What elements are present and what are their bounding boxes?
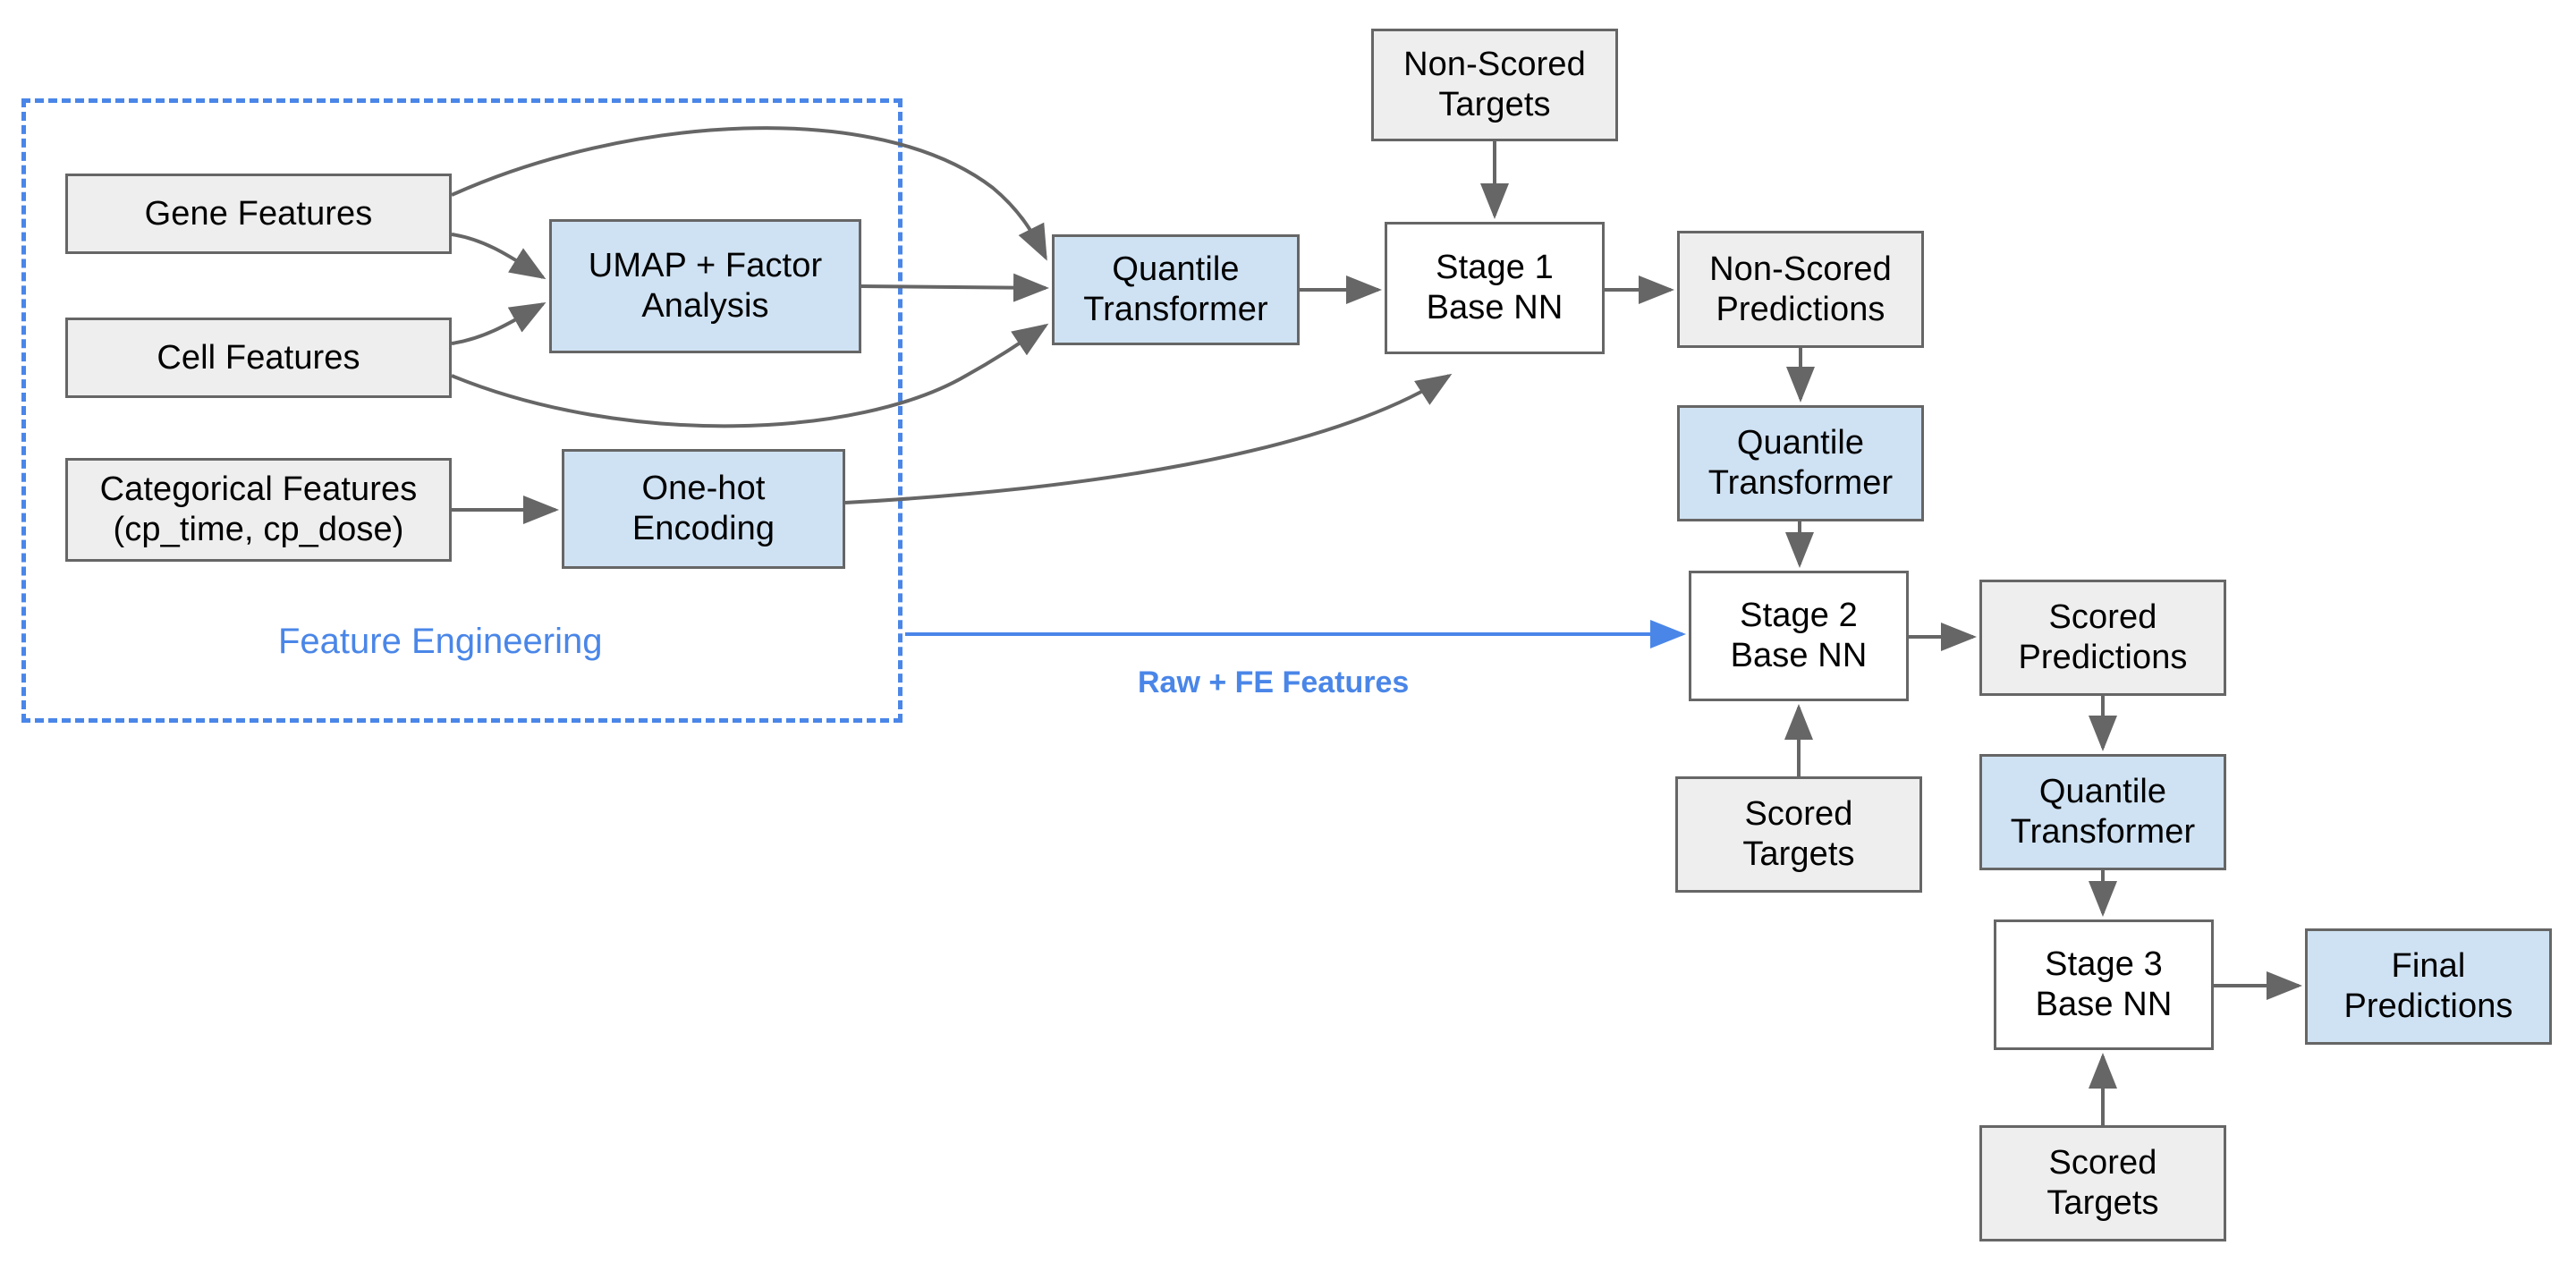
node-stage-2-base-nn[interactable]: Stage 2 Base NN	[1689, 571, 1909, 701]
node-categorical-features[interactable]: Categorical Features (cp_time, cp_dose)	[65, 458, 452, 562]
node-scored-targets-2[interactable]: Scored Targets	[1979, 1125, 2226, 1241]
node-non-scored-targets[interactable]: Non-Scored Targets	[1371, 29, 1618, 141]
node-stage-3-base-nn[interactable]: Stage 3 Base NN	[1994, 919, 2214, 1050]
node-gene-features[interactable]: Gene Features	[65, 174, 452, 254]
raw-fe-features-label: Raw + FE Features	[1138, 665, 1410, 699]
node-stage-1-base-nn[interactable]: Stage 1 Base NN	[1385, 222, 1605, 354]
node-one-hot-encoding[interactable]: One-hot Encoding	[562, 449, 845, 569]
node-quantile-transformer-1[interactable]: Quantile Transformer	[1052, 234, 1300, 345]
node-quantile-transformer-3[interactable]: Quantile Transformer	[1979, 754, 2226, 870]
node-scored-targets-1[interactable]: Scored Targets	[1675, 776, 1922, 893]
feature-engineering-label: Feature Engineering	[278, 622, 603, 661]
node-non-scored-predictions[interactable]: Non-Scored Predictions	[1677, 231, 1924, 348]
node-cell-features[interactable]: Cell Features	[65, 318, 452, 398]
node-umap-factor-analysis[interactable]: UMAP + Factor Analysis	[549, 219, 861, 353]
node-final-predictions[interactable]: Final Predictions	[2305, 928, 2552, 1045]
node-quantile-transformer-2[interactable]: Quantile Transformer	[1677, 405, 1924, 521]
edge-onehot-to-stage1	[844, 373, 1453, 504]
node-scored-predictions[interactable]: Scored Predictions	[1979, 580, 2226, 696]
